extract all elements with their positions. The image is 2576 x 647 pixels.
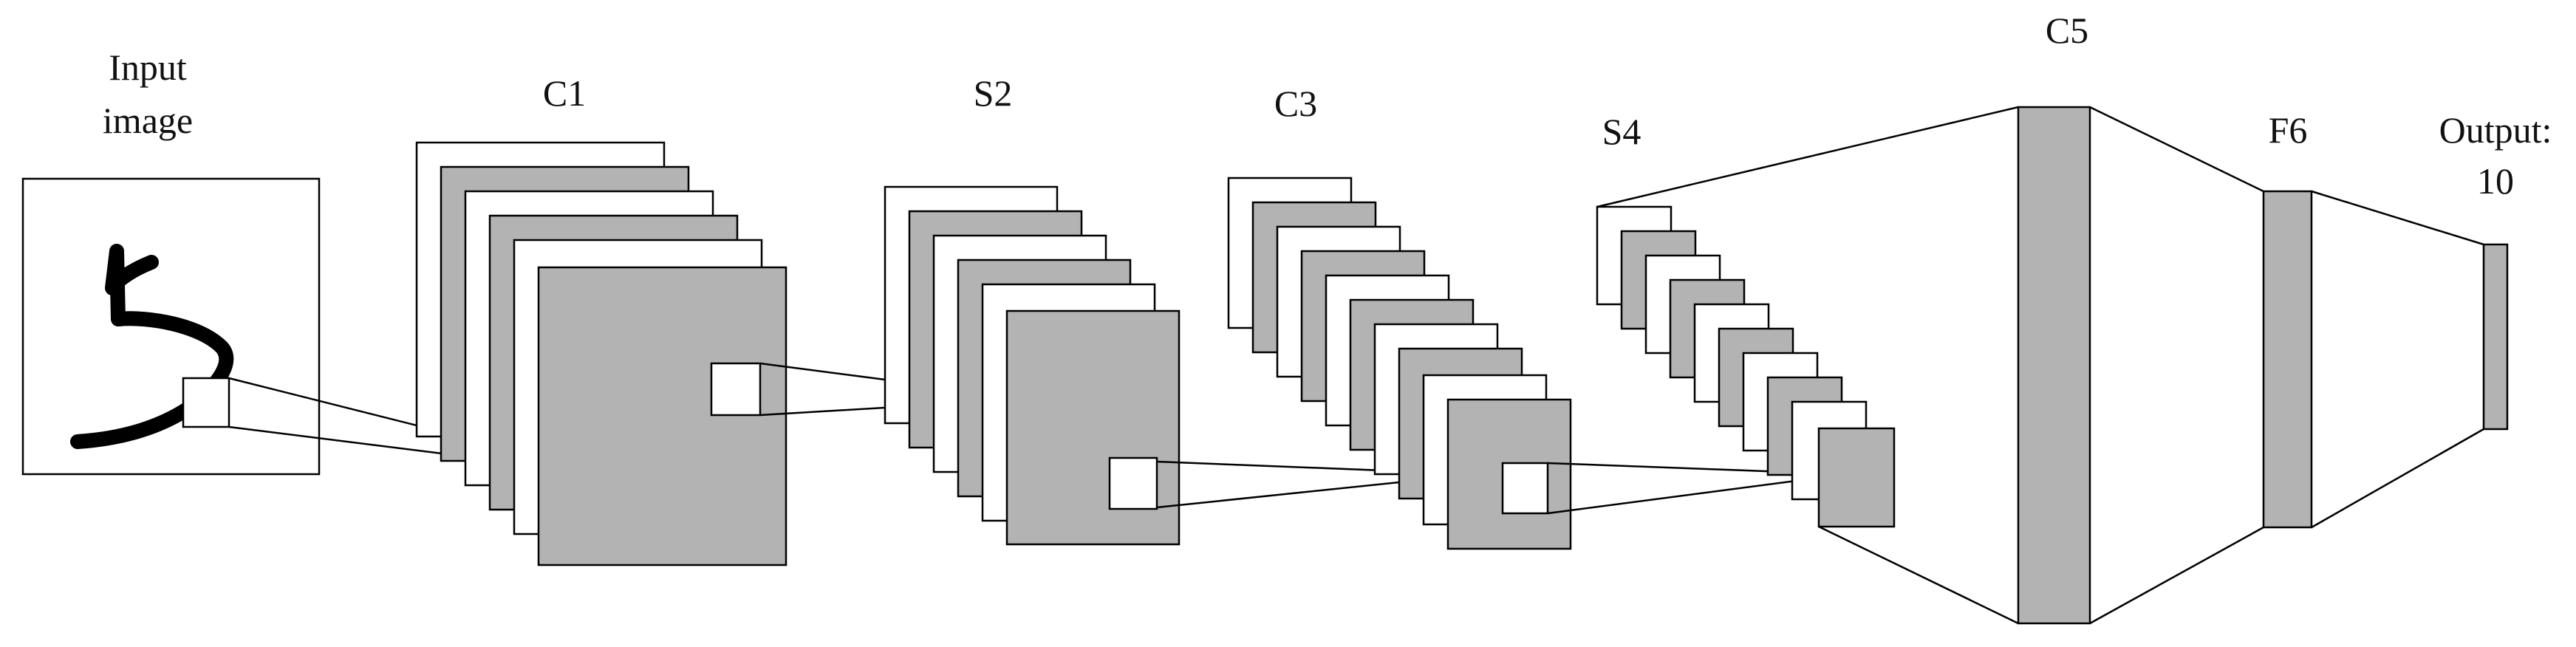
projection-line — [2089, 106, 2264, 193]
output-layer — [2482, 243, 2509, 431]
c3-feature-maps — [1227, 177, 1572, 550]
s4-map — [1817, 427, 1896, 528]
output-label-line2: 10 — [2477, 160, 2514, 202]
input-label-line1: Input — [109, 47, 187, 88]
projection-line — [2089, 526, 2264, 625]
s4-label: S4 — [1602, 111, 1641, 152]
projection-line — [2311, 190, 2484, 246]
s2-feature-maps — [884, 185, 1181, 546]
projection-line — [1818, 525, 2019, 625]
s2-receptive-field — [1108, 456, 1158, 510]
c1-map — [537, 266, 788, 566]
projection-line — [2311, 428, 2484, 529]
c5-layer — [2017, 106, 2091, 625]
f6-label: F6 — [2269, 109, 2308, 151]
handwritten-digit-5 — [70, 244, 234, 449]
input-label-line2: image — [103, 100, 193, 141]
input-image — [21, 177, 321, 476]
s2-label: S2 — [974, 72, 1013, 114]
c5-label: C5 — [2046, 10, 2088, 51]
s4-feature-maps — [1596, 205, 1896, 528]
output-label-line1: Output: — [2439, 109, 2552, 151]
c3-label: C3 — [1274, 83, 1317, 124]
c1-receptive-field — [710, 362, 762, 417]
projection-line — [1596, 106, 2019, 208]
c1-label: C1 — [543, 72, 586, 114]
c3-receptive-field — [1501, 462, 1549, 515]
input-receptive-field — [182, 377, 230, 428]
f6-layer — [2262, 190, 2313, 529]
c1-feature-maps — [415, 141, 788, 566]
